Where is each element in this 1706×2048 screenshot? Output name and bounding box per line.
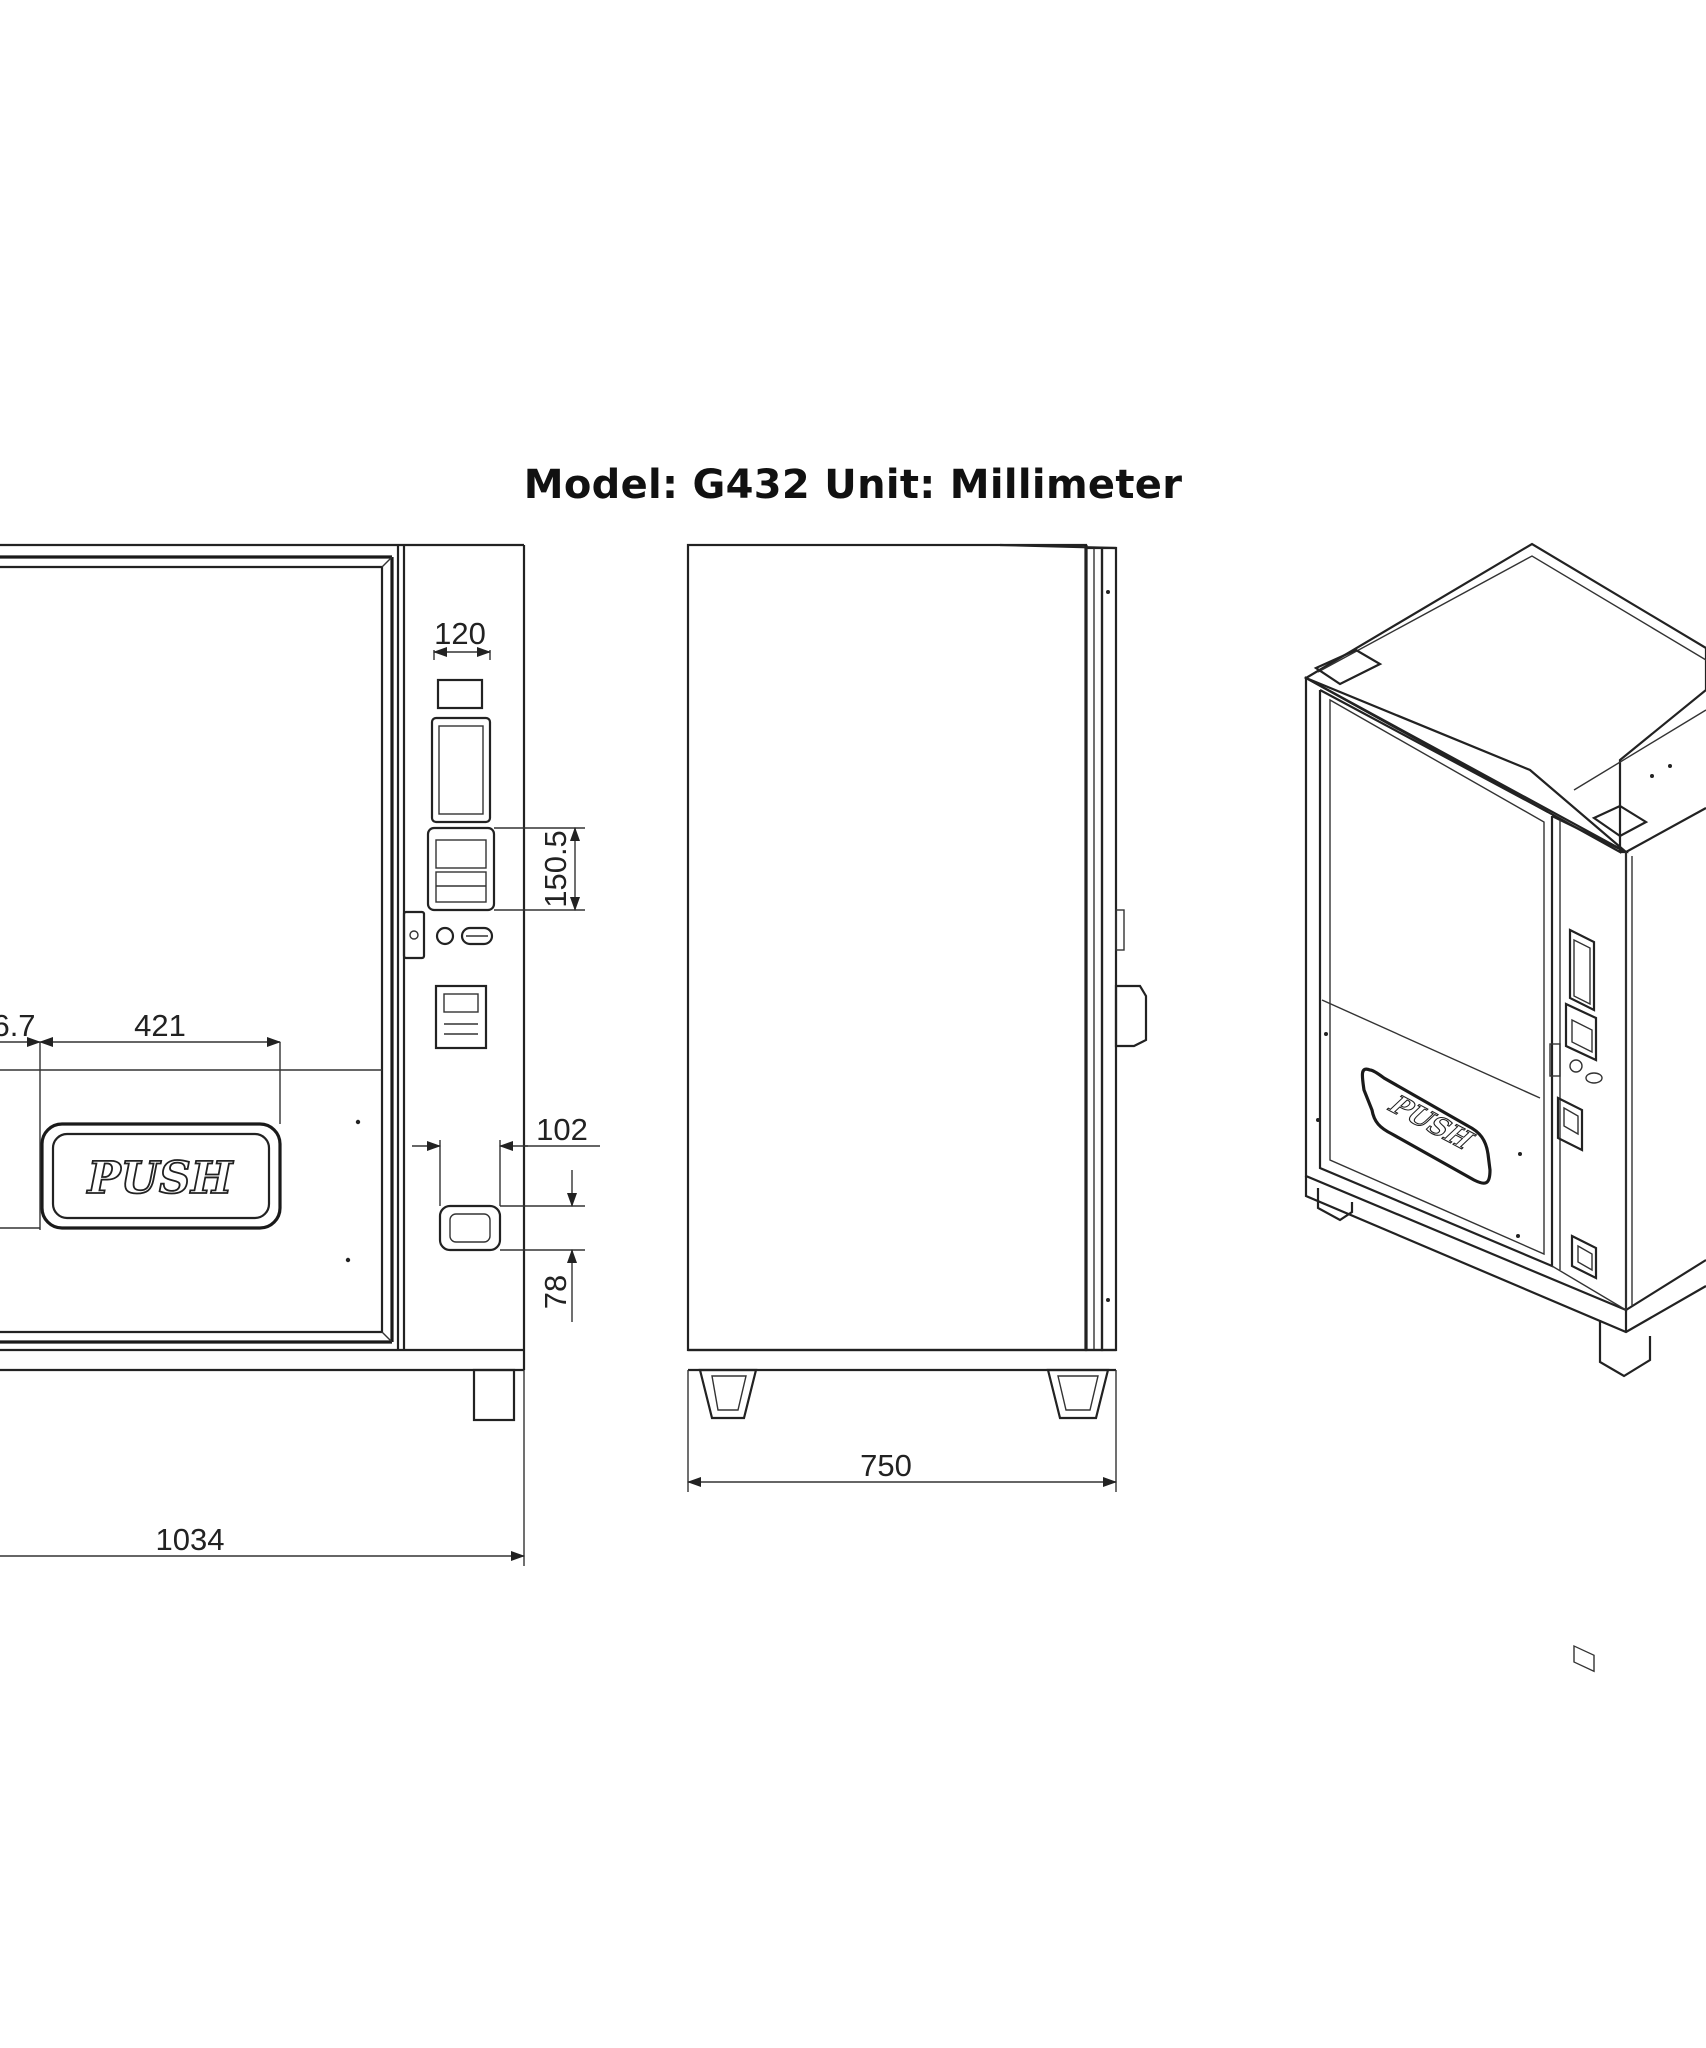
iso-push-label: PUSH — [1383, 1090, 1480, 1157]
display-window — [436, 678, 484, 710]
front-leg — [472, 1368, 516, 1422]
dim-coin-return-height: 78 — [538, 1275, 573, 1309]
front-view: PUSH — [0, 543, 600, 1566]
iso-push-flap: PUSH — [1360, 1067, 1492, 1185]
side-leg-rear — [1046, 1368, 1110, 1420]
coin-mechanism — [434, 984, 488, 1050]
push-flap: PUSH — [40, 1122, 282, 1230]
push-label: PUSH — [86, 1153, 234, 1204]
iso-leg-right — [1598, 1320, 1652, 1378]
side-view: 750 — [686, 543, 1148, 1492]
glass-door — [0, 555, 394, 1344]
coin-return-button — [435, 926, 455, 946]
dim-coin-return-offset: 102 — [536, 1112, 588, 1147]
coin-return-cup — [438, 1204, 502, 1252]
dim-door-handle-width: 421 — [134, 1008, 186, 1043]
keypad — [430, 716, 492, 824]
side-leg-front — [698, 1368, 758, 1420]
door-lock — [402, 910, 426, 960]
dim-depth: 750 — [860, 1448, 912, 1483]
dim-panel-width: 120 — [434, 616, 486, 651]
iso-leg-left — [1316, 1188, 1354, 1222]
dim-offset-partial: 6.7 — [0, 1008, 36, 1043]
bill-acceptor — [426, 826, 496, 912]
dim-overall-width: 1034 — [156, 1522, 225, 1557]
drawing-title: Model: G432 Unit: Millimeter — [523, 462, 1183, 508]
coin-slot — [460, 926, 494, 946]
dim-bill-acceptor-height: 150.5 — [538, 830, 573, 908]
isometric-view: PUSH — [1303, 542, 1706, 1673]
